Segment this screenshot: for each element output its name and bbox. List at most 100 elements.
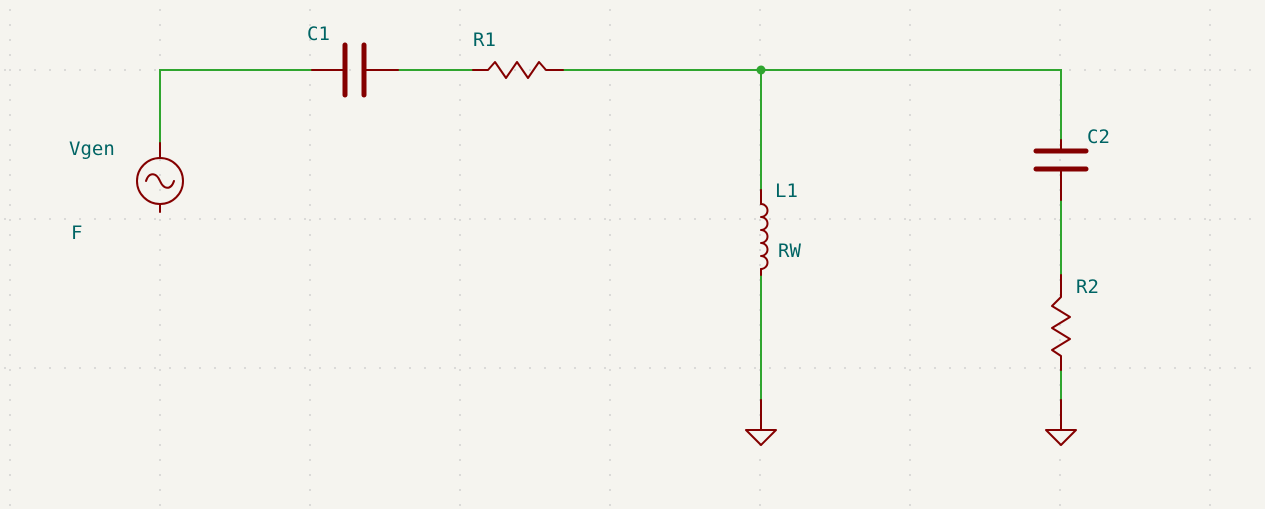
grid-dot xyxy=(1209,84,1211,86)
grid-dot xyxy=(454,218,456,220)
grid-dot xyxy=(49,218,51,220)
grid-dot xyxy=(1209,54,1211,56)
grid-dot xyxy=(649,367,651,369)
wires xyxy=(159,65,1062,401)
grid-dot xyxy=(1114,367,1116,369)
grid-dot xyxy=(309,294,311,296)
r1-component[interactable]: R1 xyxy=(472,29,564,79)
grid-dot xyxy=(949,218,951,220)
grid-dot xyxy=(309,489,311,491)
c1-component[interactable]: C1 xyxy=(307,23,399,98)
grid-dot xyxy=(169,218,171,220)
grid-dot xyxy=(274,367,276,369)
grid-dot xyxy=(514,218,516,220)
gnd1-component[interactable] xyxy=(745,399,777,446)
l1-component[interactable]: L1 RW xyxy=(760,180,801,276)
r1-ref-label: R1 xyxy=(473,29,496,51)
grid-dot xyxy=(159,249,161,251)
grid-dot xyxy=(1209,429,1211,431)
grid-dot xyxy=(909,354,911,356)
grid-dot xyxy=(94,367,96,369)
vgen-component[interactable]: Vgen F xyxy=(69,138,184,244)
grid-dot xyxy=(909,384,911,386)
grid-dot xyxy=(1059,9,1061,11)
grid-dot xyxy=(1129,367,1131,369)
grid-dot xyxy=(229,367,231,369)
grid-dot xyxy=(1209,399,1211,401)
grid-dot xyxy=(1209,489,1211,491)
grid-dot xyxy=(349,367,351,369)
gnd2-component[interactable] xyxy=(1045,399,1077,446)
grid-dot xyxy=(609,174,611,176)
grid-dot xyxy=(9,249,11,251)
grid-dot xyxy=(304,367,306,369)
grid-dot xyxy=(309,354,311,356)
grid-dot xyxy=(559,367,561,369)
grid-dot xyxy=(934,218,936,220)
grid-dot xyxy=(159,489,161,491)
grid-dot xyxy=(459,399,461,401)
capacitor-icon xyxy=(1033,139,1089,201)
grid-dot xyxy=(159,24,161,26)
grid-dot xyxy=(844,218,846,220)
grid-dot xyxy=(1209,159,1211,161)
grid-dot xyxy=(1209,339,1211,341)
grid-dot xyxy=(889,218,891,220)
grid-dot xyxy=(1209,114,1211,116)
grid-dot xyxy=(909,99,911,101)
grid-dot xyxy=(309,279,311,281)
grid-dot xyxy=(184,367,186,369)
grid-dot xyxy=(9,54,11,56)
grid-dot xyxy=(909,414,911,416)
ground-icon xyxy=(745,399,777,446)
grid-dot xyxy=(829,367,831,369)
grid-dot xyxy=(304,218,306,220)
grid-dot xyxy=(1209,474,1211,476)
grid-dot xyxy=(459,264,461,266)
grid-dot xyxy=(1144,367,1146,369)
grid-dot xyxy=(9,309,11,311)
grid-dot xyxy=(1189,367,1191,369)
grid-dot xyxy=(739,218,741,220)
grid-dot xyxy=(9,339,11,341)
grid-dot xyxy=(64,367,66,369)
grid-dot xyxy=(9,84,11,86)
grid-dot xyxy=(609,279,611,281)
c2-component[interactable]: C2 xyxy=(1033,126,1110,201)
grid-dot xyxy=(1099,69,1101,71)
grid-dot xyxy=(754,367,756,369)
grid-dot xyxy=(514,69,516,71)
grid-dot xyxy=(1084,367,1086,369)
grid-dot xyxy=(759,249,761,251)
grid-dot xyxy=(309,429,311,431)
grid-dot xyxy=(784,367,786,369)
grid-dot xyxy=(1209,189,1211,191)
grid-dot xyxy=(9,189,11,191)
grid-dot xyxy=(169,367,171,369)
grid-dot xyxy=(609,474,611,476)
grid-dot xyxy=(609,294,611,296)
grid-dot xyxy=(9,99,11,101)
grid-dot xyxy=(1144,69,1146,71)
grid-dot xyxy=(1059,474,1061,476)
r2-component[interactable]: R2 xyxy=(1051,274,1099,371)
grid-dot xyxy=(909,444,911,446)
grid-dot xyxy=(79,69,81,71)
junction-dot[interactable] xyxy=(756,65,766,75)
grid-dot xyxy=(609,189,611,191)
grid-dot xyxy=(1189,69,1191,71)
grid-dot xyxy=(9,129,11,131)
grid-dot xyxy=(469,218,471,220)
grid-dot xyxy=(159,39,161,41)
grid-dot xyxy=(9,219,11,221)
grid-dot xyxy=(1059,24,1061,26)
grid-dot xyxy=(184,218,186,220)
grid-dot xyxy=(784,218,786,220)
grid-dot xyxy=(1039,218,1041,220)
grid-dot xyxy=(609,39,611,41)
l1-ref-label: L1 xyxy=(775,180,798,202)
grid-dot xyxy=(499,367,501,369)
grid-dot xyxy=(159,309,161,311)
grid-dot xyxy=(309,414,311,416)
